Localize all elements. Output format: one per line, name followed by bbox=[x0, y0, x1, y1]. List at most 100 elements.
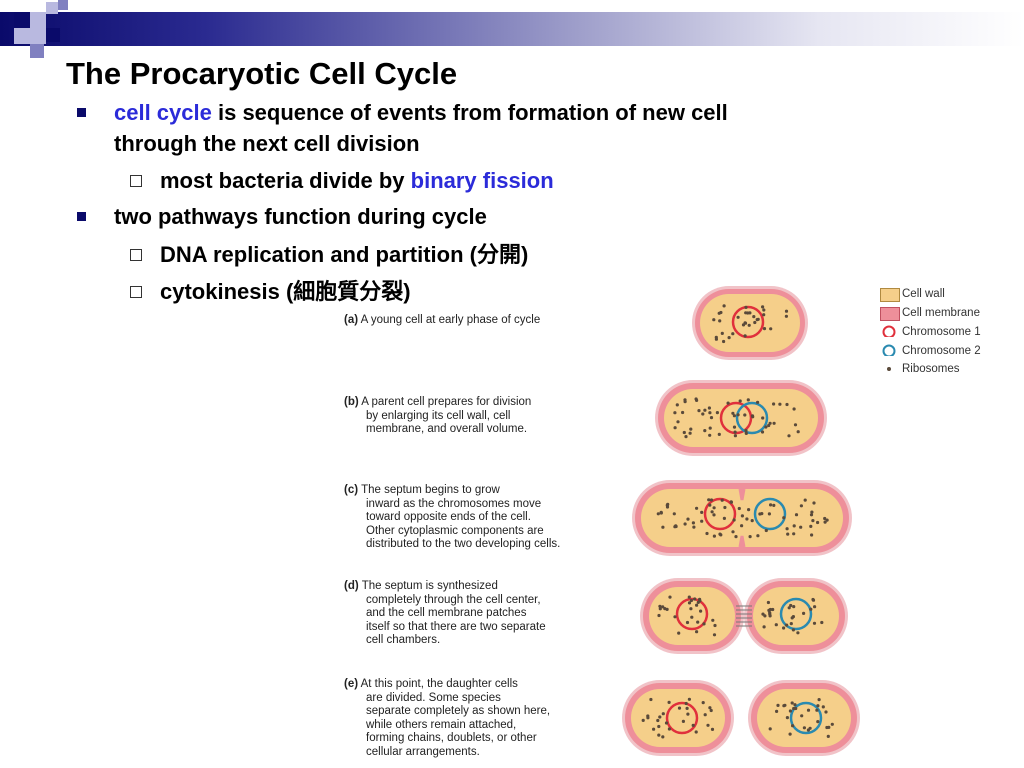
bullet-text: is sequence of events from formation of … bbox=[211, 100, 728, 125]
ribosome-dot bbox=[746, 398, 750, 402]
caption-letter: (a) bbox=[344, 314, 359, 326]
ribosome-dot bbox=[810, 533, 814, 537]
ribosome-cluster bbox=[657, 595, 717, 637]
ribosome-dot bbox=[756, 534, 760, 538]
ribosome-cluster bbox=[641, 697, 715, 739]
corner-square-decoration bbox=[30, 44, 44, 58]
ribosome-dot bbox=[825, 518, 829, 522]
ribosome-dot bbox=[763, 614, 767, 618]
ribosome-dot bbox=[732, 425, 737, 429]
ribosome-dot bbox=[726, 401, 730, 405]
ribosome-dot bbox=[700, 510, 704, 514]
ribosome-dot bbox=[695, 603, 699, 607]
ribosome-dot bbox=[816, 704, 820, 708]
ribosome-dot bbox=[691, 521, 695, 525]
corner-square-decoration bbox=[14, 28, 30, 44]
ribosome-dot bbox=[762, 625, 766, 629]
ribosome-dot bbox=[784, 309, 789, 313]
ribosome-dot bbox=[799, 525, 803, 529]
legend-ribosomes: Ribosomes bbox=[880, 361, 960, 377]
cytoplasm bbox=[700, 294, 800, 352]
ribosome-dot bbox=[791, 724, 795, 728]
ribosome-dot bbox=[785, 623, 789, 627]
ribosome-dot bbox=[785, 402, 789, 407]
cytoplasm bbox=[757, 689, 851, 747]
sub-bullet-marker bbox=[130, 249, 142, 261]
ribosome-dot bbox=[816, 720, 820, 724]
ribosome-dot bbox=[652, 727, 656, 731]
chromosome-1 bbox=[703, 497, 737, 531]
ribosome-dot bbox=[703, 408, 707, 412]
title-bar-decoration bbox=[0, 12, 1024, 46]
ribosome-dot bbox=[796, 430, 800, 434]
bullet-two-pathways: two pathways function during cycle bbox=[77, 201, 487, 232]
chromosome-2 bbox=[789, 701, 823, 735]
ribosome-cluster bbox=[673, 397, 800, 439]
corner-square-decoration bbox=[46, 2, 58, 14]
bullet-text-continued: through the next cell division bbox=[114, 131, 420, 156]
ribosome-dot bbox=[743, 413, 747, 417]
caption-a: (a) A young cell at early phase of cycle bbox=[344, 314, 540, 328]
ribosome-dot bbox=[665, 607, 669, 611]
ribosome-dot bbox=[681, 410, 685, 415]
ribosome-dot bbox=[743, 334, 747, 338]
corner-square-decoration bbox=[58, 0, 68, 10]
chromosome-1-icon bbox=[882, 325, 896, 337]
cell-b bbox=[655, 380, 827, 456]
caption-line: distributed to the two developing cells. bbox=[366, 538, 561, 550]
bullet-text: two pathways function during cycle bbox=[114, 204, 487, 229]
ribosome-dot bbox=[664, 721, 669, 725]
ribosome-dot bbox=[817, 698, 821, 702]
ribosome-dot bbox=[792, 706, 796, 711]
ribosome-dot bbox=[695, 630, 699, 634]
ribosome-dot bbox=[707, 406, 711, 410]
ribosome-dot bbox=[684, 435, 688, 439]
caption-b: (b) A parent cell prepares for division … bbox=[344, 396, 531, 437]
ribosome-dot bbox=[747, 323, 751, 327]
ribosome-dot bbox=[792, 524, 796, 528]
chromosome-2 bbox=[735, 401, 769, 435]
legend-label: Cell wall bbox=[902, 288, 945, 300]
corner-square-decoration bbox=[46, 28, 60, 42]
ribosome-dot bbox=[740, 514, 744, 518]
ribosome-dot bbox=[782, 516, 786, 520]
ribosome-dot bbox=[712, 506, 716, 510]
caption-letter: (e) bbox=[344, 678, 359, 690]
ribosome-dot bbox=[714, 337, 718, 341]
ribosome-dot bbox=[706, 723, 710, 727]
ribosome-dot bbox=[731, 530, 735, 534]
ribosome-dot bbox=[677, 706, 682, 710]
caption-line: The septum begins to grow bbox=[361, 484, 500, 496]
ribosome-dot bbox=[764, 528, 768, 533]
ribosome-dot bbox=[816, 520, 820, 525]
ribosome-dot bbox=[771, 607, 775, 612]
ribosome-dot bbox=[698, 597, 702, 601]
ribosome-dot bbox=[659, 510, 663, 514]
ribosome-dot bbox=[783, 703, 787, 707]
ribosome-dot bbox=[687, 601, 692, 605]
ribosome-dot bbox=[800, 714, 804, 718]
ribosome-dot bbox=[673, 411, 677, 415]
ribosome-dot bbox=[708, 411, 712, 415]
caption-line: Other cytoplasmic components are bbox=[366, 524, 544, 537]
caption-line: completely through the cell center, bbox=[366, 593, 541, 606]
ribosome-cluster bbox=[712, 304, 789, 344]
ribosome-dot bbox=[762, 313, 766, 317]
caption-line: forming chains, doublets, or other bbox=[366, 732, 537, 744]
ribosome-dot bbox=[703, 713, 707, 717]
ribosome-dot bbox=[768, 727, 772, 731]
caption-e: (e) At this point, the daughter cells ar… bbox=[344, 678, 550, 759]
caption-line: are divided. Some species bbox=[366, 691, 501, 704]
ribosome-dot bbox=[787, 434, 791, 438]
legend-cell-wall: Cell wall bbox=[880, 286, 945, 302]
caption-line: membrane, and overall volume. bbox=[366, 423, 528, 435]
ribosome-dot bbox=[732, 518, 736, 522]
ribosome-dot bbox=[696, 600, 700, 604]
ribosome-dot bbox=[762, 327, 767, 331]
legend-chromosome-2: Chromosome 2 bbox=[880, 343, 981, 359]
ribosome-dot bbox=[710, 727, 715, 731]
ribosome-dot bbox=[803, 498, 807, 502]
ribosome-dot bbox=[715, 411, 719, 415]
ribosome-dot bbox=[681, 719, 685, 723]
ribosome-dot bbox=[661, 525, 665, 529]
